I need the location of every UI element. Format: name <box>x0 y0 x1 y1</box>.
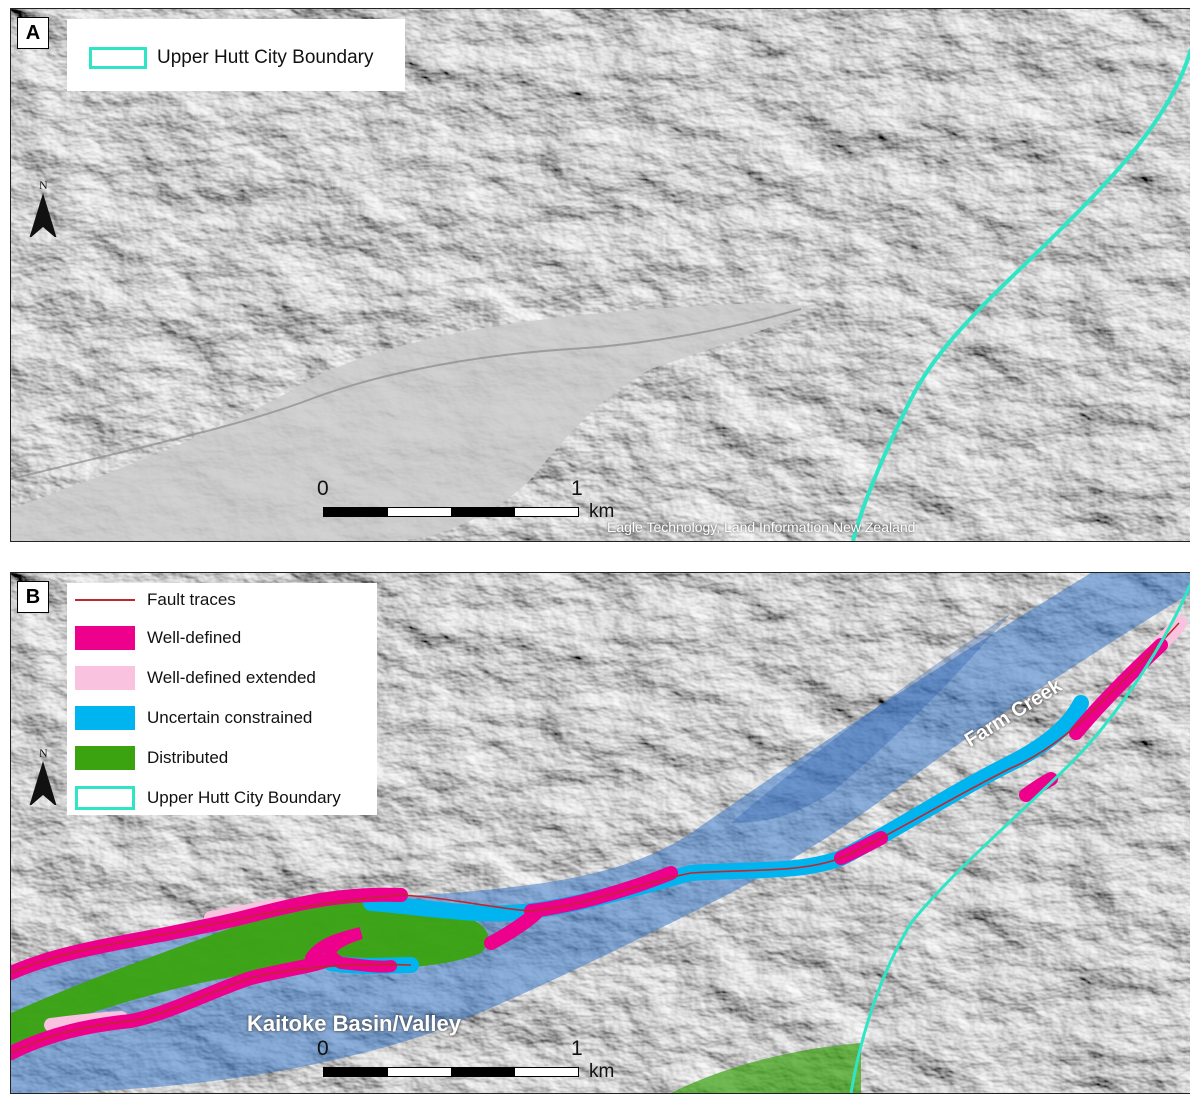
panel-letter-a: A <box>17 17 49 49</box>
fault-trace-line-lower <box>11 963 412 1054</box>
legend-b: Fault traces Well-defined Well-defined e… <box>67 583 377 815</box>
legend-label: Fault traces <box>147 590 236 609</box>
fault-trace-swatch <box>75 599 135 601</box>
legend-label: Uncertain constrained <box>147 708 313 727</box>
scale-end: 1 <box>571 1037 583 1060</box>
distributed-swatch <box>75 746 135 770</box>
map-panel-b[interactable]: B Fault traces Well-defined Well-defined… <box>10 572 1190 1094</box>
legend-item-fault-traces: Fault traces <box>75 587 375 613</box>
scale-bar-b: 0 1 km <box>317 1037 623 1093</box>
well-defined-trace-mid <box>305 927 397 973</box>
scale-bar-a: 0 1 km <box>317 477 623 537</box>
stream-channel <box>11 308 802 480</box>
well-defined-extended-swatch <box>75 666 135 690</box>
hillshade-map-a[interactable] <box>11 9 1190 541</box>
legend-item-well-defined: Well-defined <box>75 625 375 651</box>
scale-unit: km <box>589 1061 615 1082</box>
well-defined-swatch <box>75 626 135 650</box>
legend-label: Well-defined extended <box>147 668 316 687</box>
well-defined-trace-splay <box>484 906 543 950</box>
boundary-swatch <box>89 47 147 69</box>
city-boundary-line <box>849 582 1190 1093</box>
distributed-zone-lower <box>671 1043 861 1093</box>
legend-a: Upper Hutt City Boundary <box>67 19 405 91</box>
scale-start: 0 <box>317 477 329 500</box>
legend-label: Upper Hutt City Boundary <box>147 788 341 807</box>
legend-item-boundary: Upper Hutt City Boundary <box>75 785 375 811</box>
well-defined-trace-isolated <box>1019 772 1058 802</box>
distributed-zone <box>11 896 489 1053</box>
north-arrow-icon: N <box>29 178 57 239</box>
north-arrow-a: N <box>23 177 63 239</box>
north-arrow-icon: N <box>29 746 57 807</box>
north-arrow-b: N <box>23 745 63 807</box>
map-panel-a[interactable]: A Upper Hutt City Boundary N 0 1 km Eagl… <box>10 8 1190 542</box>
scale-bar-segments <box>323 1067 579 1077</box>
scale-unit: km <box>589 501 615 522</box>
legend-item-uncertain: Uncertain constrained <box>75 705 375 731</box>
legend-label: Distributed <box>147 748 229 767</box>
hillshade-map-b[interactable] <box>11 573 1190 1093</box>
legend-boundary-label: Upper Hutt City Boundary <box>157 47 374 68</box>
fault-trace-line <box>11 622 1180 974</box>
basin-zone-overlay-deep <box>731 613 1011 823</box>
scale-start: 0 <box>317 1037 329 1060</box>
map-credit: Eagle Technology, Land Information New Z… <box>607 519 916 535</box>
north-label: N <box>39 746 48 760</box>
label-kaitoke-basin: Kaitoke Basin/Valley <box>247 1011 461 1036</box>
north-label: N <box>39 178 48 192</box>
scale-end: 1 <box>571 477 583 500</box>
city-boundary-line <box>851 48 1190 541</box>
scale-bar-segments <box>323 507 579 517</box>
valley-floor <box>11 303 811 541</box>
legend-label: Well-defined <box>147 628 242 647</box>
boundary-swatch <box>75 786 135 810</box>
panel-letter-b: B <box>17 581 49 613</box>
legend-item-well-defined-extended: Well-defined extended <box>75 665 375 691</box>
legend-item-distributed: Distributed <box>75 745 375 771</box>
uncertain-constrained-swatch <box>75 706 135 730</box>
